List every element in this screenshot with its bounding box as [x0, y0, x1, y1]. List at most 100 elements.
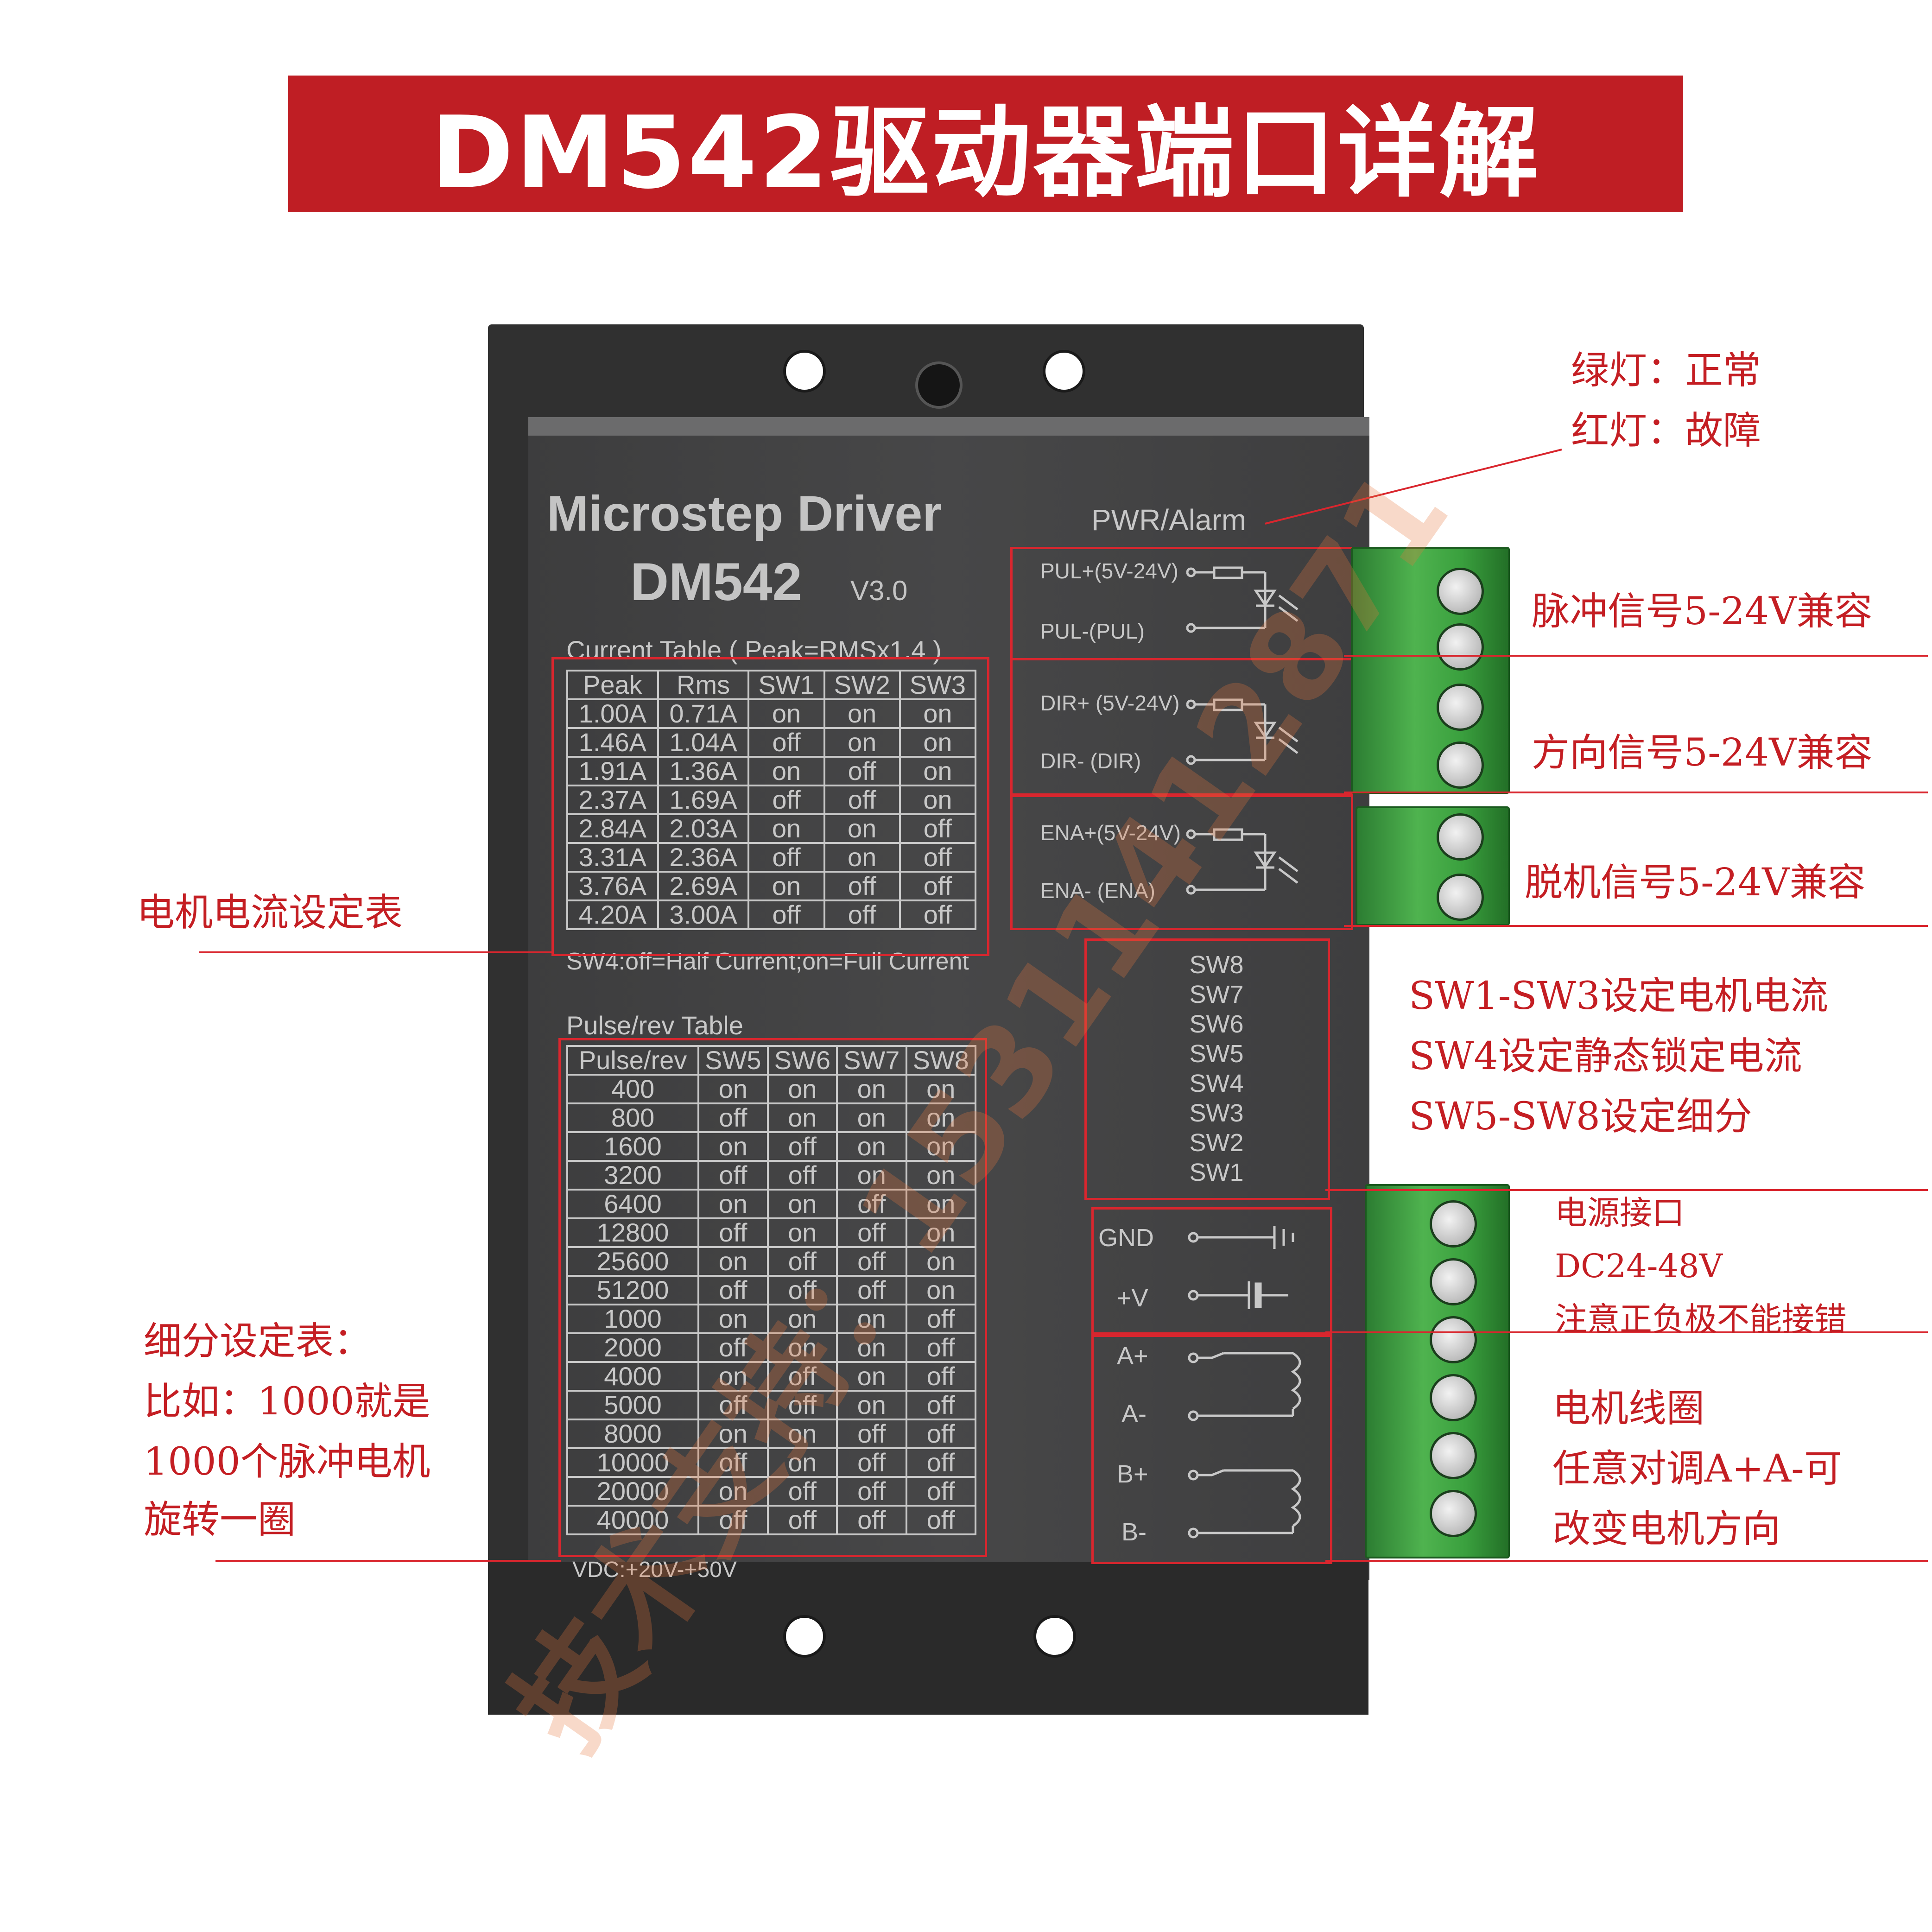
dir-signal-note: 方向信号5-24V兼容	[1532, 731, 1873, 775]
current-table-cell: off	[823, 785, 901, 815]
vdc-range: VDC:+20V-+50V	[572, 1558, 737, 1582]
switch-label: SW4	[1189, 1070, 1244, 1097]
pulse-table-header-cell: SW5	[697, 1045, 769, 1076]
pulse-table-cell: off	[905, 1505, 976, 1535]
pulse-table-cell: on	[836, 1074, 907, 1104]
pulse-table-cell: on	[697, 1074, 769, 1104]
screw-icon	[915, 361, 963, 409]
pulse-table-cell: off	[697, 1390, 769, 1420]
current-table-cell: 1.36A	[657, 756, 750, 786]
pulse-table-cell: off	[766, 1390, 838, 1420]
pulse-table-cell: on	[697, 1304, 769, 1334]
subdiv-note-4: 旋转一圈	[144, 1498, 296, 1542]
power-note-2: DC24-48V	[1555, 1247, 1723, 1285]
power-frame	[1091, 1207, 1332, 1337]
pulse-table-cell: on	[697, 1189, 769, 1219]
current-table-cell: on	[823, 842, 901, 873]
page-title: DM542驱动器端口详解	[431, 95, 1541, 211]
subdiv-note-2: 比如：1000就是	[144, 1380, 431, 1424]
pulse-table-cell: off	[836, 1476, 907, 1507]
pulse-table-cell: off	[697, 1160, 769, 1191]
led-green-note: 绿灯：正常	[1571, 348, 1761, 393]
terminal-screw-icon[interactable]	[1430, 1374, 1477, 1421]
ena-signal-note: 脱机信号5-24V兼容	[1525, 861, 1866, 905]
current-table-cell: on	[899, 727, 977, 758]
terminal-screw-icon[interactable]	[1437, 623, 1484, 671]
pulse-table-cell: 1000	[566, 1304, 700, 1334]
pulse-table-cell: 400	[566, 1074, 700, 1104]
vplus-label: +V	[1117, 1284, 1148, 1312]
terminal-screw-icon[interactable]	[1430, 1316, 1477, 1363]
motor-coil-icon	[1188, 1352, 1301, 1539]
subdiv-note-3: 1000个脉冲电机	[144, 1440, 431, 1484]
pulse-table-cell: off	[905, 1476, 976, 1507]
pulse-table-caption: Pulse/rev Table	[566, 1011, 743, 1040]
pulse-table-cell: on	[766, 1332, 838, 1363]
pulse-table-cell: 10000	[566, 1447, 700, 1478]
terminal-screw-icon[interactable]	[1430, 1258, 1477, 1305]
switch-label: SW6	[1189, 1010, 1244, 1038]
current-table-caption: Current Table ( Peak=RMSx1.4 )	[566, 635, 942, 665]
sw-note-2: SW4设定静态锁定电流	[1409, 1034, 1802, 1078]
terminal-screw-icon[interactable]	[1437, 813, 1484, 861]
current-table-cell: 2.03A	[657, 813, 750, 844]
pulse-table-cell: on	[697, 1419, 769, 1449]
current-table-cell: on	[747, 698, 825, 729]
title-banner: DM542驱动器端口详解	[288, 76, 1683, 212]
pulse-table-cell: 12800	[566, 1217, 700, 1248]
current-table-cell: 4.20A	[566, 899, 659, 930]
current-table-cell: on	[899, 698, 977, 729]
dir-minus-label: DIR- (DIR)	[1040, 749, 1141, 773]
pulse-table-cell: off	[905, 1304, 976, 1334]
pulse-table-cell: on	[836, 1131, 907, 1162]
device-version: V3.0	[850, 575, 908, 606]
enable-terminal-block[interactable]	[1356, 806, 1510, 926]
switch-label: SW8	[1189, 951, 1244, 979]
terminal-screw-icon[interactable]	[1437, 568, 1484, 615]
terminal-screw-icon[interactable]	[1430, 1432, 1477, 1479]
pulse-table-cell: off	[766, 1476, 838, 1507]
power-note-1: 电源接口	[1555, 1194, 1685, 1232]
terminal-screw-icon[interactable]	[1430, 1200, 1477, 1248]
pulse-table-cell: off	[836, 1275, 907, 1305]
pulse-table-cell: off	[766, 1505, 838, 1535]
pulse-table-cell: on	[905, 1160, 976, 1191]
pulse-table-cell: off	[905, 1447, 976, 1478]
pul-minus-label: PUL-(PUL)	[1040, 619, 1145, 643]
power-symbol-icon	[1188, 1226, 1294, 1309]
ena-optocoupler-icon	[1186, 828, 1299, 895]
current-table-cell: on	[899, 785, 977, 815]
current-table-cell: off	[823, 756, 901, 786]
pulse-table-cell: on	[905, 1189, 976, 1219]
terminal-screw-icon[interactable]	[1437, 741, 1484, 789]
subdiv-note-1: 细分设定表：	[144, 1319, 372, 1363]
device-name: Microstep Driver	[547, 485, 942, 541]
terminal-screw-icon[interactable]	[1430, 1490, 1477, 1537]
current-table-cell: off	[747, 899, 825, 930]
pulse-table-cell: on	[766, 1102, 838, 1133]
pulse-table-cell: off	[766, 1246, 838, 1277]
terminal-screw-icon[interactable]	[1437, 874, 1484, 921]
current-table-cell: off	[823, 871, 901, 901]
dir-optocoupler-icon	[1186, 698, 1299, 765]
pulse-table-header-cell: SW8	[905, 1045, 976, 1076]
sw-note-1: SW1-SW3设定电机电流	[1409, 974, 1828, 1018]
current-table-cell: 3.31A	[566, 842, 659, 873]
pulse-table-header-cell: Pulse/rev	[566, 1045, 700, 1076]
pulse-table-cell: 25600	[566, 1246, 700, 1277]
terminal-screw-icon[interactable]	[1437, 684, 1484, 731]
current-table-cell: 1.46A	[566, 727, 659, 758]
current-table-cell: off	[899, 813, 977, 844]
pulse-table-cell: off	[905, 1390, 976, 1420]
a-minus-label: A-	[1121, 1400, 1147, 1428]
